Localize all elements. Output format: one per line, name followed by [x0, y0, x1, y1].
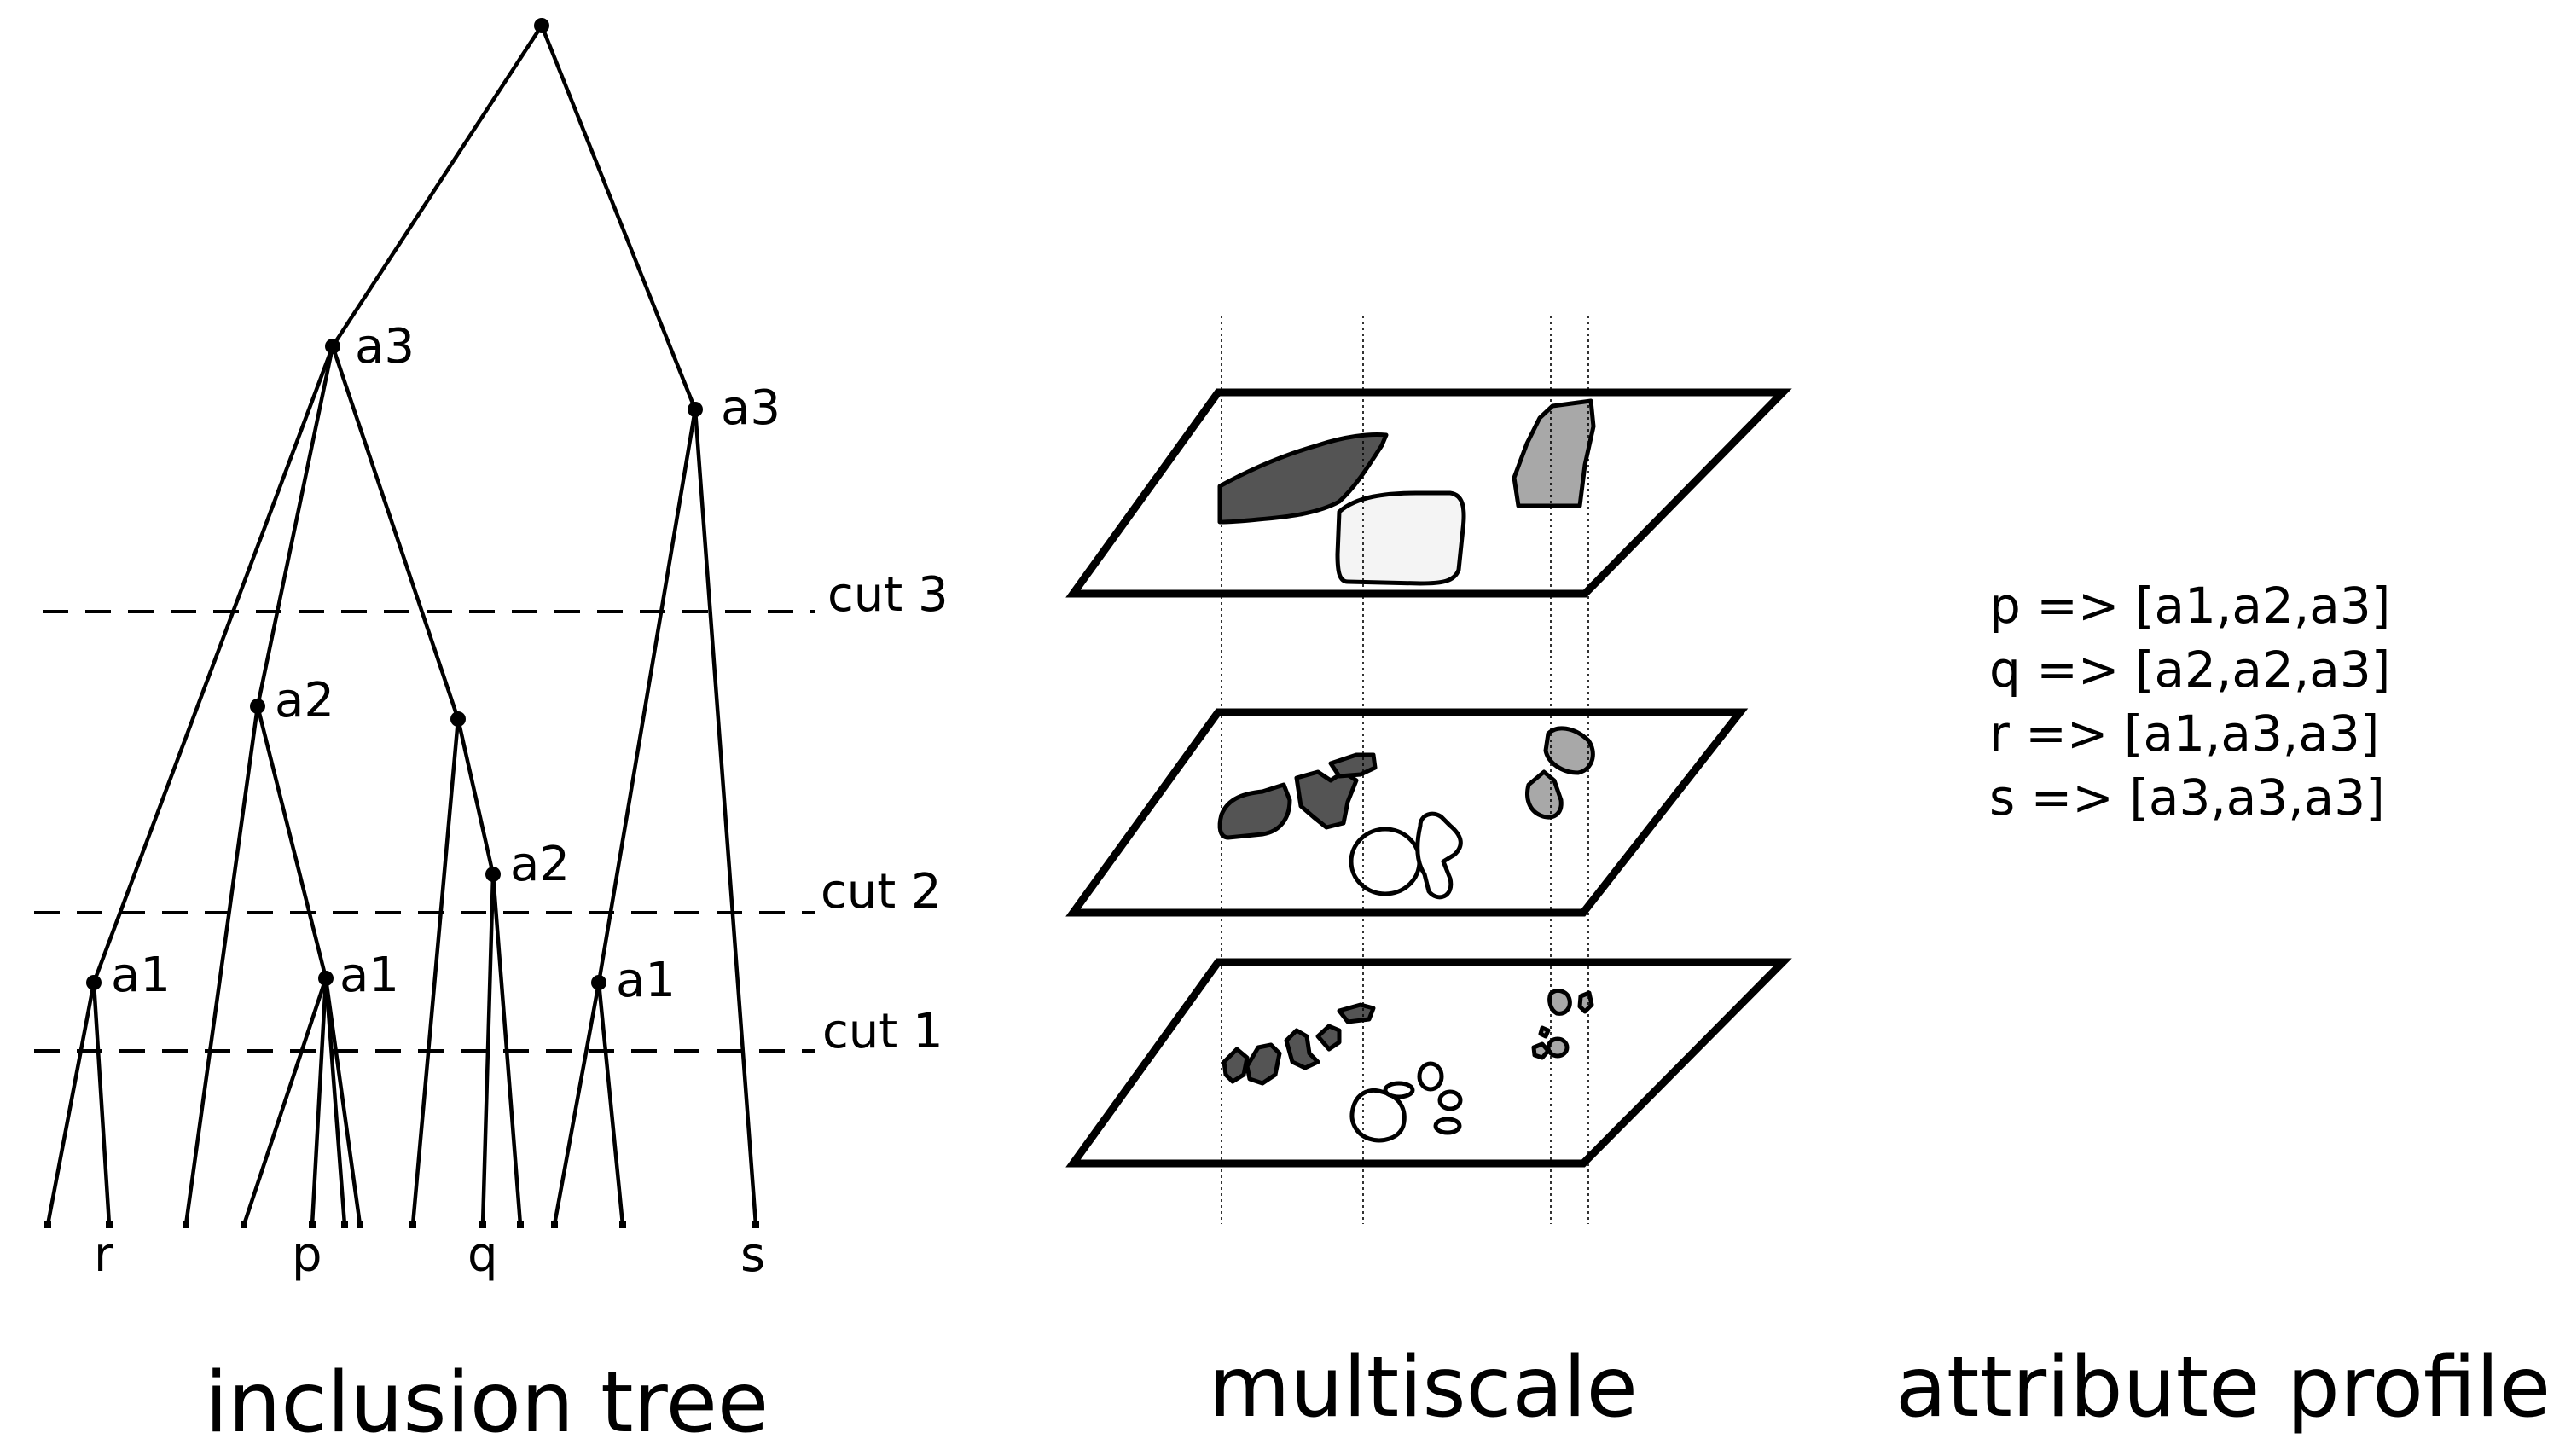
label-a1-mid: a1	[340, 948, 399, 1003]
node-root	[534, 18, 549, 33]
region-gray-bot-2	[1577, 990, 1594, 1014]
edge-a3-a2left	[255, 344, 335, 709]
edge-a3right-a1right	[596, 407, 698, 985]
node-a2-mid	[485, 867, 501, 882]
cut-2-label: cut 2	[821, 864, 942, 919]
region-dark-bot-2	[1245, 1042, 1282, 1086]
edge-a1mid-leaf3	[323, 976, 347, 1227]
cut-1-label: cut 1	[822, 1004, 943, 1059]
top-regions	[1217, 398, 1596, 586]
region-dark-bot-1	[1222, 1047, 1250, 1084]
node-a2-left	[250, 699, 265, 714]
captions: inclusion tree multiscale attribute prof…	[205, 1339, 2551, 1452]
edge-a1mid-leaf2	[310, 976, 328, 1227]
region-white-bot-4	[1437, 1089, 1463, 1111]
bottom-regions	[1222, 989, 1594, 1143]
label-a1-right: a1	[616, 953, 676, 1008]
label-a3-right: a3	[721, 380, 781, 436]
region-dark-mid-2	[1294, 769, 1359, 830]
profile-row-p: p => [a1,a2,a3]	[1989, 577, 2390, 635]
region-gray-bot-4	[1531, 1041, 1551, 1060]
region-white-bot-1	[1349, 1088, 1407, 1143]
region-white-mid-blob	[1415, 811, 1463, 900]
inclusion-tree: a3 a3 a2 a2 a1 a1 a1 r p q s cut 3 cut 2…	[34, 18, 949, 1283]
vertical-guides	[1221, 316, 1589, 1224]
leaf-label-s: s	[740, 1227, 765, 1283]
profile-row-r: r => [a1,a3,a3]	[1989, 705, 2379, 763]
edge-inner-leaf	[410, 716, 461, 1227]
region-white-bot-3	[1417, 1061, 1444, 1092]
node-inner	[450, 711, 466, 727]
edge-a3right-s	[693, 407, 758, 1227]
edge-root-left	[330, 23, 544, 349]
region-light-top	[1335, 490, 1466, 586]
node-a3-right	[688, 402, 703, 417]
region-white-bot-2	[1383, 1081, 1415, 1099]
multiscale-stack	[1065, 316, 1792, 1224]
edge-a1left-leaf2	[91, 980, 112, 1227]
region-dark-bot-3	[1284, 1028, 1320, 1070]
node-a1-mid	[318, 971, 334, 986]
leaf-ticks	[44, 1221, 759, 1228]
region-gray-bot-5	[1546, 1036, 1570, 1059]
leaf-label-p: p	[292, 1227, 322, 1283]
region-gray-mid-2	[1525, 769, 1564, 820]
edge-a1right-leaf2	[596, 980, 625, 1227]
region-dark-top	[1217, 432, 1389, 525]
region-dark-mid-3	[1328, 752, 1378, 779]
edge-a1mid-leaf4	[323, 976, 363, 1227]
cut-lines: cut 3 cut 2 cut 1	[34, 567, 949, 1059]
edge-a1right-leaf1	[552, 980, 601, 1227]
region-dark-mid-1	[1217, 782, 1292, 840]
region-gray-top	[1512, 398, 1596, 508]
label-a2-mid: a2	[510, 837, 570, 892]
edge-a2mid-leaf1	[480, 872, 496, 1227]
tree-edges	[45, 23, 758, 1227]
profile-row-q: q => [a2,a2,a3]	[1989, 641, 2390, 699]
label-a1-left: a1	[111, 948, 171, 1003]
attribute-profile: p => [a1,a2,a3] q => [a2,a2,a3] r => [a1…	[1989, 577, 2390, 827]
edge-root-right	[539, 23, 698, 412]
caption-multiscale: multiscale	[1209, 1339, 1638, 1436]
edge-inner-a2mid	[456, 716, 496, 877]
node-a3-left	[325, 339, 340, 354]
cut-3-label: cut 3	[827, 567, 949, 623]
middle-regions	[1217, 726, 1595, 900]
edge-a2left-a1mid	[255, 704, 328, 981]
region-dark-bot-4	[1315, 1024, 1342, 1052]
edge-a3-inner	[330, 344, 461, 722]
leaf-label-r: r	[94, 1227, 114, 1283]
node-a1-right	[591, 975, 606, 990]
caption-attribute-profile: attribute profile	[1895, 1339, 2551, 1436]
region-gray-mid-1	[1543, 726, 1595, 775]
profile-row-s: s => [a3,a3,a3]	[1989, 769, 2385, 827]
region-gray-bot-3	[1538, 1025, 1551, 1039]
edge-a3-a1left	[91, 344, 335, 985]
edge-a2left-leaf	[183, 704, 260, 1227]
label-a2-left: a2	[275, 673, 334, 728]
region-white-bot-5	[1433, 1117, 1462, 1135]
edge-a1mid-leaf1	[241, 976, 328, 1227]
region-white-mid-circle	[1349, 827, 1422, 896]
node-a1-left	[86, 975, 102, 990]
caption-inclusion-tree: inclusion tree	[205, 1354, 769, 1452]
tree-nodes	[44, 18, 759, 1228]
node-labels: a3 a3 a2 a2 a1 a1 a1	[111, 319, 781, 1008]
edge-a1left-leaf1	[45, 980, 96, 1227]
label-a3-left: a3	[355, 319, 415, 374]
leaf-labels: r p q s	[94, 1227, 765, 1283]
region-dark-bot-5	[1337, 1002, 1376, 1024]
leaf-label-q: q	[467, 1227, 498, 1283]
region-gray-bot-1	[1547, 989, 1572, 1016]
